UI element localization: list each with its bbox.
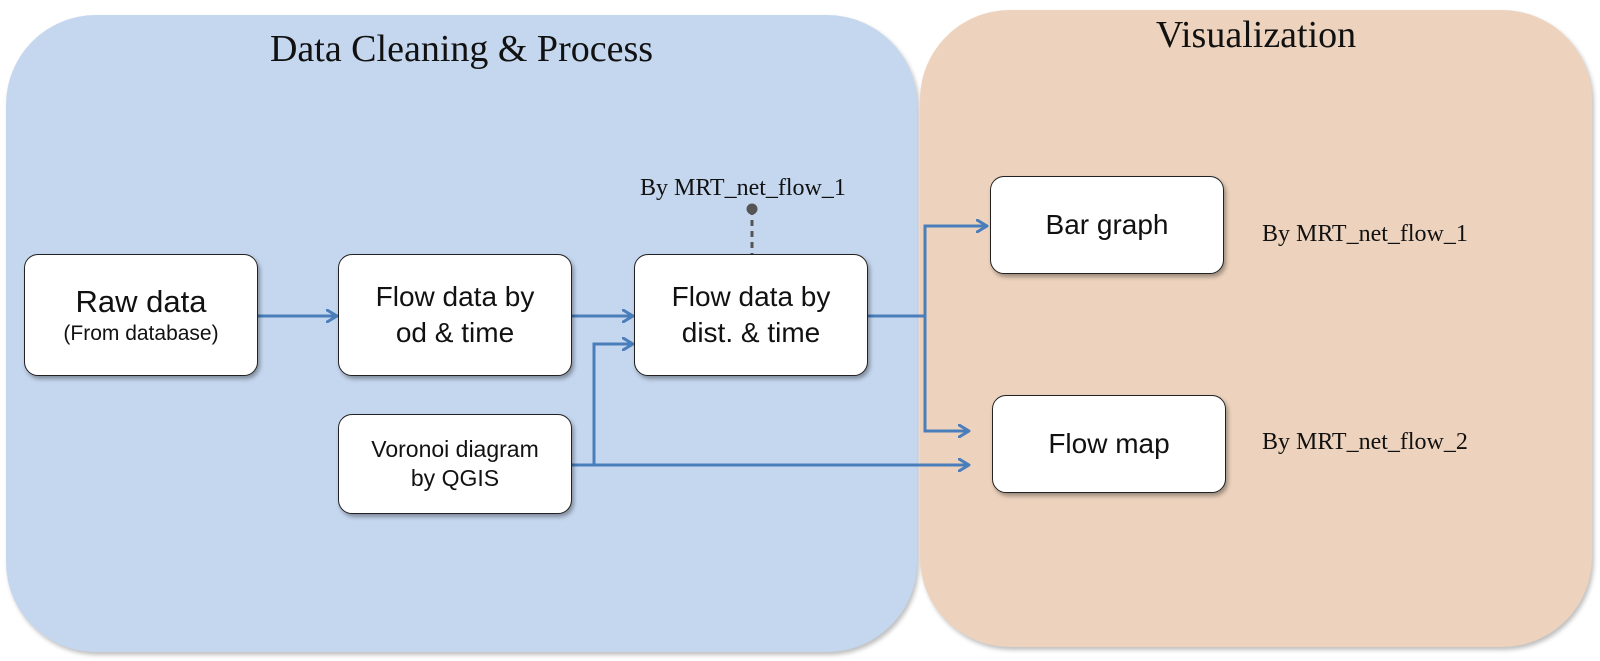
voronoi-line2: by QGIS <box>410 465 500 491</box>
bar-graph-node: Bar graph <box>990 176 1224 274</box>
flow-dist-time-node: Flow data by dist. & time <box>634 254 868 376</box>
voronoi-line1: Voronoi diagram <box>371 435 539 462</box>
annotation-dot-icon <box>746 203 758 215</box>
arrow-voronoi-to-dist <box>572 344 633 467</box>
voronoi-node: Voronoi diagram by QGIS <box>338 414 572 514</box>
flow-od-time-node: Flow data by od & time <box>338 254 572 376</box>
visualization-panel: Visualization <box>920 10 1592 647</box>
flow-od-time-line2: od & time <box>395 317 515 348</box>
raw-data-subtitle: (From database) <box>63 322 219 346</box>
arrow-dist-to-flow-map <box>923 316 969 431</box>
flow-dist-time-line2: dist. & time <box>681 317 821 348</box>
bar-graph-method-annotation: By MRT_net_flow_1 <box>1262 221 1468 247</box>
flow-map-method-annotation: By MRT_net_flow_2 <box>1262 429 1468 455</box>
flow-dist-time-line1: Flow data by <box>671 281 831 313</box>
dist-time-method-annotation: By MRT_net_flow_1 <box>640 175 846 201</box>
raw-data-node: Raw data (From database) <box>24 254 258 376</box>
flow-od-time-line1: Flow data by <box>375 281 535 313</box>
flow-map-label: Flow map <box>1048 428 1170 460</box>
raw-data-title: Raw data <box>75 283 207 319</box>
arrow-dist-to-bar-graph <box>868 226 987 318</box>
data-cleaning-title: Data Cleaning & Process <box>269 28 654 70</box>
flow-map-node: Flow map <box>992 395 1226 493</box>
bar-graph-label: Bar graph <box>1045 209 1169 241</box>
visualization-title: Visualization <box>1155 14 1357 56</box>
